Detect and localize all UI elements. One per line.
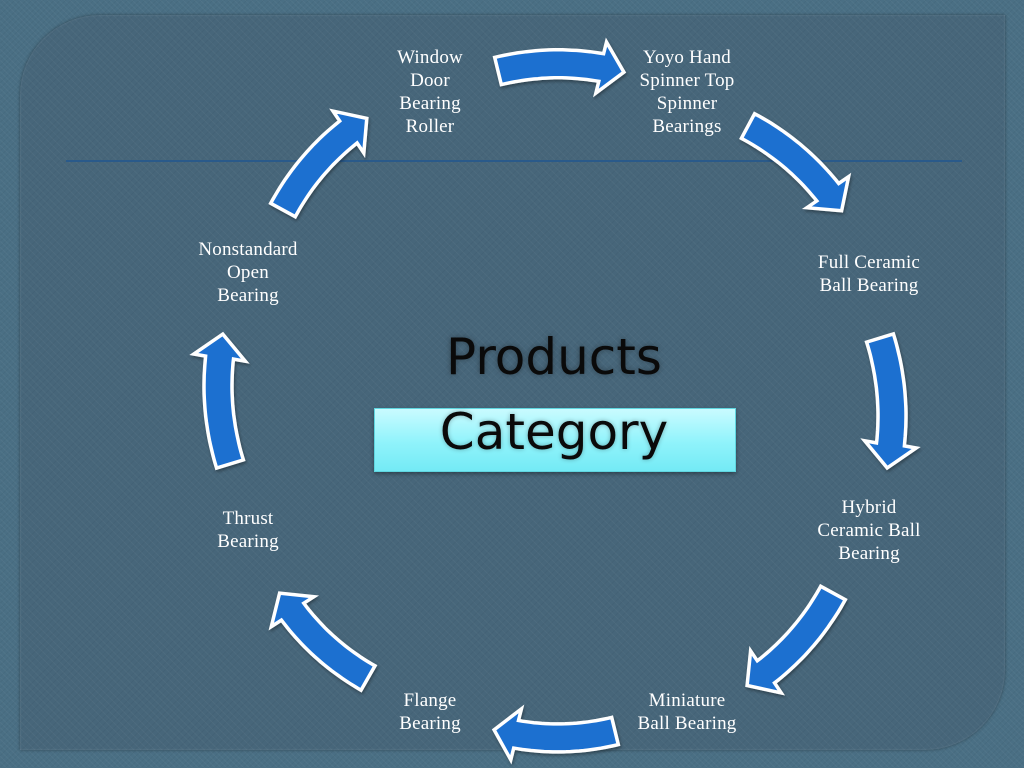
node-window-door: Window Door Bearing Roller xyxy=(397,47,463,137)
arrow-flange-to-thrust xyxy=(268,591,378,693)
node-thrust: Thrust Bearing xyxy=(217,508,279,552)
arrow-nonstandard-to-window xyxy=(268,108,369,220)
arrow-hybrid-to-miniature xyxy=(745,583,848,696)
node-full-ceramic: Full Ceramic Ball Bearing xyxy=(817,252,921,296)
arrow-miniature-to-flange xyxy=(491,704,621,765)
node-nonstandard: Nonstandard Open Bearing xyxy=(198,239,298,306)
arrow-yoyo-to-fullceramic xyxy=(739,111,852,213)
node-flange: Flange Bearing xyxy=(399,690,461,734)
center-subtitle: Category xyxy=(439,403,669,461)
center-subtitle-box xyxy=(374,408,736,472)
center-title: Products xyxy=(446,328,662,386)
arrow-thrust-to-nonstandard xyxy=(189,331,250,471)
node-hybrid-ceramic: Hybrid Ceramic Ball Bearing xyxy=(817,497,921,564)
arrow-window-to-yoyo xyxy=(492,37,627,98)
node-miniature: Miniature Ball Bearing xyxy=(637,690,737,734)
slide-panel xyxy=(20,15,1005,750)
divider-line xyxy=(66,160,962,162)
node-yoyo: Yoyo Hand Spinner Top Spinner Bearings xyxy=(639,47,735,137)
arrow-fullceramic-to-hybrid xyxy=(860,331,921,471)
